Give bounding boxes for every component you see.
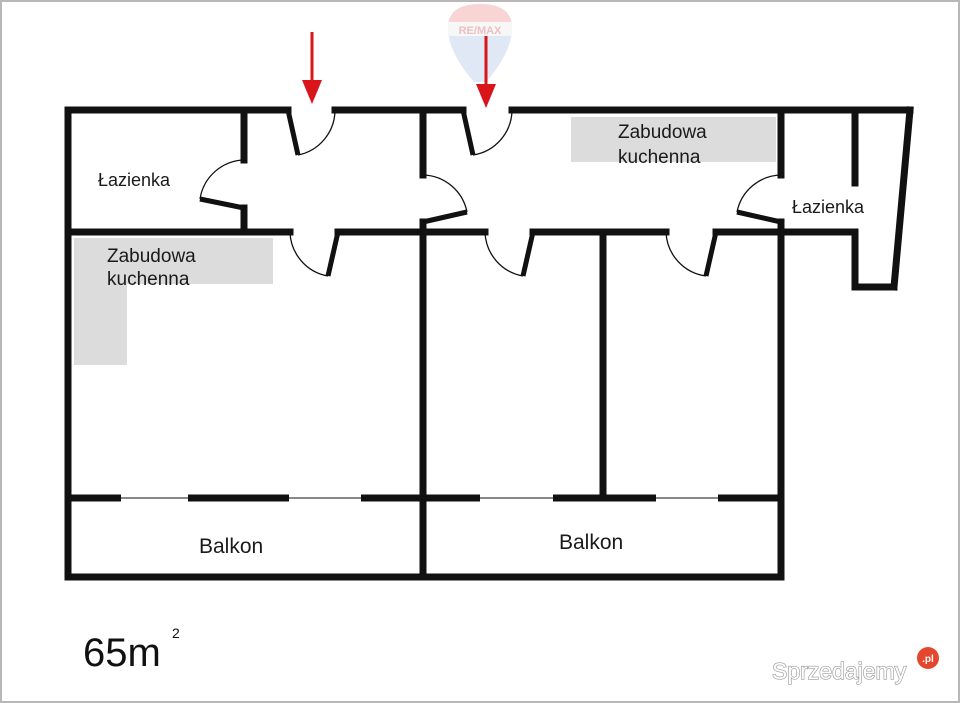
walls: [64, 106, 914, 581]
kitchen-counter-right: [571, 117, 776, 162]
watermark-badge-text: .pl: [922, 654, 934, 665]
room-label-kitchen-right-2: kuchenna: [618, 147, 701, 168]
entrance-arrows: [302, 32, 496, 108]
room-label-balcony-left: Balkon: [199, 535, 263, 558]
watermark-text: Sprzedajemy: [772, 658, 907, 684]
room-label-bathroom-right: Łazienka: [792, 197, 865, 217]
room-label-kitchen-right-1: Zabudowa: [618, 122, 707, 143]
remax-logo-text: RE/MAX: [459, 25, 502, 37]
room-label-kitchen-left-1: Zabudowa: [107, 246, 196, 267]
arrow-down-icon: [302, 32, 322, 104]
room-label-balcony-right: Balkon: [559, 531, 623, 554]
kitchen-counter-left-side: [74, 238, 127, 365]
remax-logo: RE/MAX: [448, 4, 512, 82]
kitchen-units: [74, 117, 776, 365]
watermark-badge-icon: [917, 647, 939, 669]
area-superscript: 2: [172, 625, 180, 641]
doors: [199, 109, 782, 277]
room-label-bathroom-left: Łazienka: [98, 170, 171, 190]
arrow-down-icon: [476, 36, 496, 108]
room-label-kitchen-left-2: kuchenna: [107, 269, 190, 290]
area-value: 65m: [83, 631, 161, 675]
sprzedajemy-watermark: Sprzedajemy .pl: [771, 647, 939, 685]
